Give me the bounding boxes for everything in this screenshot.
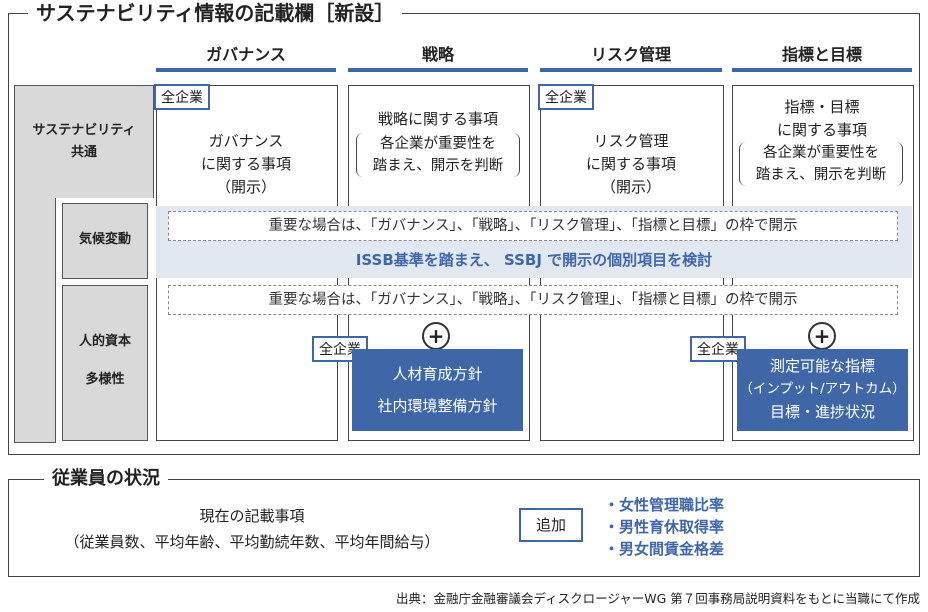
sustainability-section-frame [8,13,920,455]
risk-content: リスク管理 に関する事項 （開示） [540,130,722,199]
tag-all-companies-metrics: 全企業 [690,336,746,362]
metrics-heading-line2: に関する事項 [776,121,867,139]
risk-line1: リスク管理 [593,132,669,150]
tag-all-companies-governance: 全企業 [154,84,210,110]
column-underline-strategy [348,68,528,72]
employees-current-line1: 現在の記載事項 [199,507,305,525]
section-title: サステナビリティ情報の記載欄［新設］ [28,0,403,26]
risk-line3: （開示） [600,178,661,196]
strategy-paren-line1: 各企業が重要性を [380,136,496,152]
row-label-climate-box [62,203,148,279]
human-note: 重要な場合は、「ガバナンス」、「戦略」、「リスク管理」、「指標と目標」の枠で開示 [168,285,898,315]
column-header-risk: リスク管理 [590,45,671,64]
metrics-add-line2: （インプット/アウトカム） [739,381,906,397]
row-label-human-2: 多様性 [85,372,125,387]
row-label-gray-top [14,85,154,198]
row-label-human-box [62,285,148,441]
employees-add-label: 追加 [519,508,583,542]
row-label-sustainability-line1: サステナビリティ [32,123,136,138]
risk-line2: に関する事項 [585,155,676,173]
column-underline-risk [540,68,722,72]
employees-added-list: ・女性管理職比率 ・男性育休取得率 ・男女間賃金格差 [604,494,724,560]
metrics-heading: 指標・目標 に関する事項 [732,96,912,142]
employees-title: 従業員の状況 [44,467,168,491]
row-label-sustainability: サステナビリティ 共通 [14,118,154,162]
strategy-add-line1: 人材育成方針 [392,365,483,383]
governance-line2: に関する事項 [200,155,291,173]
governance-line1: ガバナンス [208,132,284,150]
strategy-paren-line2: 踏まえ、開示を判断 [372,158,504,174]
climate-note: 重要な場合は、「ガバナンス」、「戦略」、「リスク管理」、「指標と目標」の枠で開示 [168,211,898,241]
employees-current-line2: （従業員数、平均年齢、平均勤続年数、平均年間給与） [64,533,440,551]
strategy-add-line2: 社内環境整備方針 [377,397,498,415]
metrics-paren-line2: 踏まえ、開示を判断 [755,167,887,183]
strategy-heading: 戦略に関する事項 [377,110,498,128]
strategy-add-box: 人材育成方針 社内環境整備方針 [352,349,523,431]
governance-line3: （開示） [215,178,276,196]
source-note: 出典：金融庁金融審議会ディスクロージャーWG 第７回事務局説明資料をもとに当職に… [395,591,920,606]
tag-all-companies-risk: 全企業 [538,84,594,110]
metrics-paren-line1: 各企業が重要性を [763,145,879,161]
column-underline-metrics [732,68,912,72]
row-label-sustainability-line2: 共通 [70,145,97,160]
added-item-2: ・男性育休取得率 [604,518,725,536]
issb-band-text: ISSB基準を踏まえ、 SSBJ で開示の個別項目を検討 [355,251,713,269]
plus-icon-strategy: + [422,322,450,350]
metrics-add-line1: 測定可能な指標 [769,357,875,375]
column-header-metrics: 指標と目標 [781,45,862,64]
metrics-heading-line1: 指標・目標 [784,98,860,116]
employees-current: 現在の記載事項 （従業員数、平均年齢、平均勤続年数、平均年間給与） [22,503,482,555]
plus-icon-metrics: + [808,322,836,350]
metrics-paren-box: 各企業が重要性を 踏まえ、開示を判断 [739,142,903,186]
column-underline-governance [156,68,336,72]
row-label-climate: 気候変動 [78,232,131,247]
added-item-3: ・男女間賃金格差 [604,540,725,558]
column-header-governance: ガバナンス [206,45,286,64]
row-label-human-1: 人的資本 [78,334,131,349]
metrics-add-line3: 目標・進捗状況 [769,403,875,421]
strategy-paren-box: 各企業が重要性を 踏まえ、開示を判断 [356,133,520,177]
employees-section-frame [8,479,920,577]
governance-content: ガバナンス に関する事項 （開示） [156,130,336,199]
metrics-add-box: 測定可能な指標 （インプット/アウトカム） 目標・進捗状況 [737,349,908,431]
column-header-strategy: 戦略 [421,45,454,64]
added-item-1: ・女性管理職比率 [604,496,725,514]
